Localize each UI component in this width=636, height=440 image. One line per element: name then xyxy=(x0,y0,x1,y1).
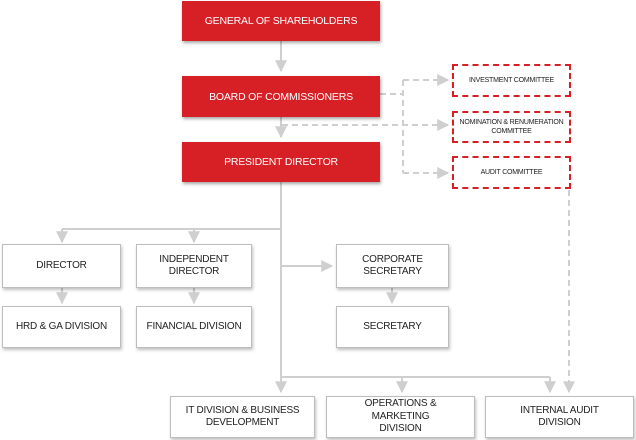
secretary-box: SECRETARY xyxy=(336,306,449,348)
financial-division-box: FINANCIAL DIVISION xyxy=(136,306,252,348)
audit-committee-box: AUDIT COMMITTEE xyxy=(452,156,571,189)
it-business-development-box: IT DIVISION & BUSINESS DEVELOPMENT xyxy=(170,396,315,438)
corporate-secretary-box: CORPORATE SECRETARY xyxy=(336,244,449,288)
director-box: DIRECTOR xyxy=(2,244,121,288)
general-shareholders-box: GENERAL OF SHAREHOLDERS xyxy=(182,1,380,41)
operations-marketing-box: OPERATIONS & MARKETING DIVISION xyxy=(326,396,475,438)
investment-committee-box: INVESTMENT COMMITTEE xyxy=(452,64,571,97)
independent-director-box: INDEPENDENT DIRECTOR xyxy=(136,244,252,288)
president-director-box: PRESIDENT DIRECTOR xyxy=(182,142,380,182)
internal-audit-box: INTERNAL AUDIT DIVISION xyxy=(485,396,634,438)
hrd-ga-division-box: HRD & GA DIVISION xyxy=(2,306,121,348)
nomination-committee-box: NOMINATION & RENUMERATION COMMITTEE xyxy=(452,111,571,143)
board-commissioners-box: BOARD OF COMMISSIONERS xyxy=(182,76,380,117)
